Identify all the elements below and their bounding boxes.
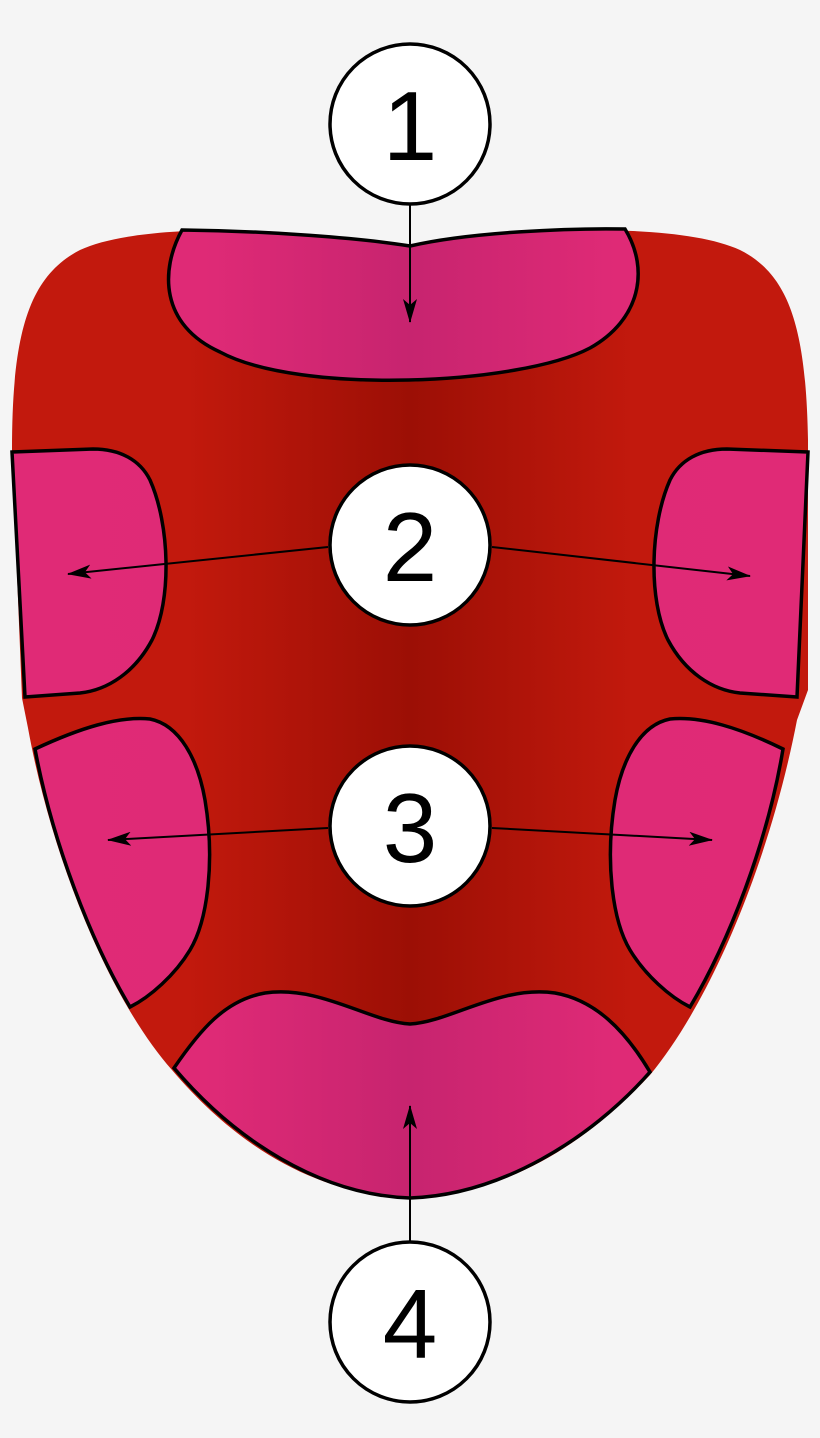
region-back <box>171 990 653 1200</box>
region-tip <box>166 227 640 382</box>
callout-3-label: 3 <box>383 773 438 883</box>
callout-1-label: 1 <box>383 71 438 181</box>
arrow-3-left <box>107 827 329 846</box>
callout-2-label: 2 <box>383 492 438 602</box>
region-back-right <box>608 716 785 1010</box>
region-back-left <box>33 716 212 1010</box>
tongue-body <box>12 230 808 1199</box>
callout-4: 4 <box>328 1240 492 1404</box>
callout-4-label: 4 <box>383 1269 438 1379</box>
callout-3: 3 <box>328 744 492 908</box>
arrow-2-right <box>491 546 751 581</box>
arrow-3-right <box>491 827 713 846</box>
callout-1: 1 <box>328 42 492 206</box>
arrow-2-left <box>67 546 329 579</box>
callout-2: 2 <box>328 463 492 627</box>
